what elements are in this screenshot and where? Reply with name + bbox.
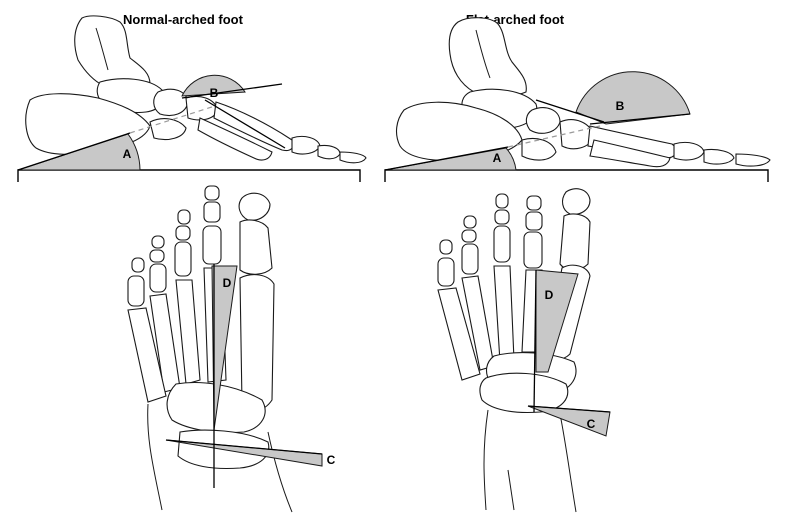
flat-talar-line xyxy=(535,99,605,123)
normal-navicular xyxy=(153,88,189,117)
flat-phalanx-3 xyxy=(735,153,771,167)
normal-label-b: B xyxy=(210,86,219,100)
flat-calcaneal-line xyxy=(384,146,509,171)
normal-dashed-line xyxy=(129,105,216,134)
flat-midfoot-proximal xyxy=(479,372,569,414)
flat-label-d: D xyxy=(545,288,554,302)
flat-toe2-distal xyxy=(526,195,542,211)
flat-hallux-proximal xyxy=(559,213,591,271)
flat-label-c: C xyxy=(587,417,596,431)
normal-toe3-middle xyxy=(175,225,191,241)
normal-metatarsal-5 xyxy=(127,307,167,403)
normal-metatarsal-line xyxy=(204,99,286,149)
flat-label-a: A xyxy=(493,151,502,165)
flat-angle-d-wedge xyxy=(535,269,579,373)
normal-calcaneal-line xyxy=(17,132,131,171)
flat-ground-line xyxy=(384,169,769,182)
normal-label-c: C xyxy=(327,453,336,467)
normal-toe2-distal xyxy=(204,185,220,201)
flat-toe5-distal xyxy=(439,239,453,255)
normal-foot-title: Normal-arched foot xyxy=(123,12,244,27)
normal-hallux-distal xyxy=(238,192,271,221)
flat-metatarsal-line xyxy=(589,113,691,125)
flat-cuboid xyxy=(521,137,557,161)
flat-toe5-proximal xyxy=(437,257,455,287)
normal-hallux-proximal xyxy=(239,219,273,275)
normal-c-upper-line xyxy=(165,439,323,455)
flat-metatarsal-5 xyxy=(589,139,671,168)
normal-lateral-view: B A xyxy=(17,15,367,182)
flat-phalanx-2 xyxy=(703,148,735,165)
normal-cuboid xyxy=(149,118,187,141)
normal-phalanx-1 xyxy=(291,135,321,155)
normal-toe4-middle xyxy=(149,249,165,263)
normal-phalanx-3 xyxy=(339,151,367,164)
normal-toe4-proximal xyxy=(149,263,167,293)
flat-metatarsal-3 xyxy=(493,265,515,363)
flat-toe3-proximal xyxy=(493,225,511,263)
flat-hallux-distal xyxy=(561,188,591,215)
flat-toe4-distal xyxy=(463,215,477,229)
normal-fibula-edge xyxy=(95,27,109,71)
normal-hindfoot-left xyxy=(147,403,163,511)
normal-toe2-middle xyxy=(203,201,221,223)
normal-metatarsal-3 xyxy=(175,279,201,385)
normal-hindfoot-right xyxy=(267,431,293,513)
flat-hindfoot-left xyxy=(483,409,489,511)
normal-phalanx-2 xyxy=(317,144,341,160)
flat-toe2-middle xyxy=(525,211,543,231)
flat-hindfoot-right xyxy=(559,413,577,513)
normal-metatarsal-5 xyxy=(197,117,273,161)
flat-toe3-middle xyxy=(494,209,510,225)
normal-toe2-proximal xyxy=(202,225,222,265)
normal-ground-line xyxy=(17,169,361,182)
flat-toe4-proximal xyxy=(461,243,479,275)
normal-angle-d-wedge xyxy=(211,265,238,431)
normal-toe3-distal xyxy=(177,209,191,225)
normal-label-d: D xyxy=(223,276,232,290)
flat-toe4-middle xyxy=(461,229,477,243)
flat-tibia xyxy=(448,17,527,97)
flat-vertical-axis xyxy=(533,269,537,413)
normal-cuneiform xyxy=(185,95,219,121)
normal-toe3-proximal xyxy=(174,241,192,277)
normal-toe4-distal xyxy=(151,235,165,249)
flat-dorsal-view: D C xyxy=(437,188,611,513)
normal-dorsal-view: D C xyxy=(127,185,336,513)
normal-toe5-proximal xyxy=(127,275,145,307)
flat-dashed-line xyxy=(507,125,601,148)
normal-metatarsal-1 xyxy=(239,274,275,411)
flat-navicular xyxy=(525,107,561,134)
flat-angle-b-wedge xyxy=(575,71,691,125)
flat-c-upper-line xyxy=(527,405,611,413)
normal-talar-line xyxy=(181,83,283,99)
flat-toe2-proximal xyxy=(523,231,543,269)
flat-label-b: B xyxy=(616,99,625,113)
flat-fibula-edge xyxy=(475,29,491,79)
normal-toe5-distal xyxy=(131,257,145,273)
flat-calcaneus-edge xyxy=(507,469,515,511)
flat-lateral-view: B A xyxy=(384,17,771,182)
flat-phalanx-1 xyxy=(673,141,705,161)
flat-metatarsal-5 xyxy=(437,287,481,381)
normal-label-a: A xyxy=(123,147,132,161)
flat-toe3-distal xyxy=(495,193,509,209)
